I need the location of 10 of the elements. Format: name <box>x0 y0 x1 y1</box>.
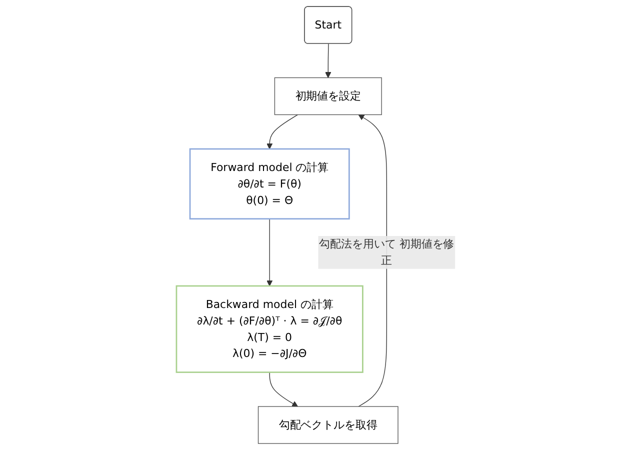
arrow <box>269 372 298 407</box>
arrow <box>266 218 273 286</box>
arrow <box>325 43 332 78</box>
node-box: Backward model の計算 ∂λ/∂t + (∂F/∂θ)ᵀ · λ = ∂𝒥/∂θ λ(T) = 0 λ(0) = −∂J/∂Θ <box>176 285 364 373</box>
node-box: 初期値を設定 <box>274 77 382 116</box>
node-box: Forward model の計算 ∂θ/∂t = F(θ) θ(0) = Θ <box>190 148 350 220</box>
node-box: 勾配ベクトルを取得 <box>258 406 399 444</box>
arrow <box>358 114 388 407</box>
arrow <box>266 114 298 150</box>
edge-label: 勾配法を用いて 初期値を修正 <box>319 237 454 267</box>
